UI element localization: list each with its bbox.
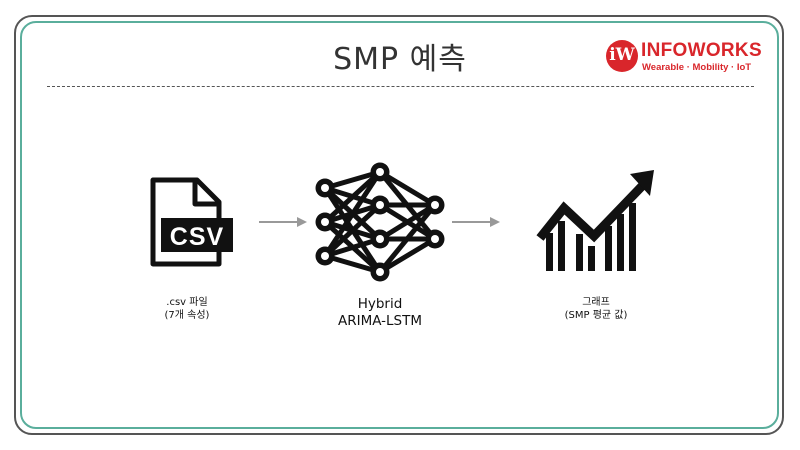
slide-inner-frame	[20, 21, 779, 429]
arrow-model-to-output	[452, 217, 500, 227]
model-label: Hybrid ARIMA-LSTM	[310, 296, 450, 330]
model-label-line1: Hybrid	[357, 296, 403, 312]
logo-mark-icon: iW	[606, 40, 638, 72]
model-label-line2: ARIMA-LSTM	[337, 313, 423, 329]
slide-outer-frame	[14, 15, 784, 435]
output-label-line1: 그래프	[582, 297, 610, 308]
output-label-line2: (SMP 평균 값)	[564, 310, 628, 321]
infoworks-logo: iW INFOWORKS Wearable · Mobility · IoT	[606, 40, 762, 76]
arrow-input-to-model	[259, 217, 307, 227]
input-label-line1: .csv 파일	[166, 297, 208, 308]
growth-chart-icon	[536, 170, 654, 271]
output-label: 그래프 (SMP 평균 값)	[536, 296, 656, 322]
csv-badge-text: CSV	[170, 223, 224, 251]
slide-title: SMP 예측	[333, 42, 467, 77]
logo-name: INFOWORKS	[641, 40, 762, 61]
input-label-line2: (7개 속성)	[164, 310, 210, 321]
csv-file-icon: CSV	[150, 177, 233, 267]
logo-tagline: Wearable · Mobility · IoT	[642, 62, 752, 73]
input-label: .csv 파일 (7개 속성)	[127, 296, 247, 322]
title-divider	[47, 86, 754, 87]
neural-network-icon	[315, 162, 445, 282]
